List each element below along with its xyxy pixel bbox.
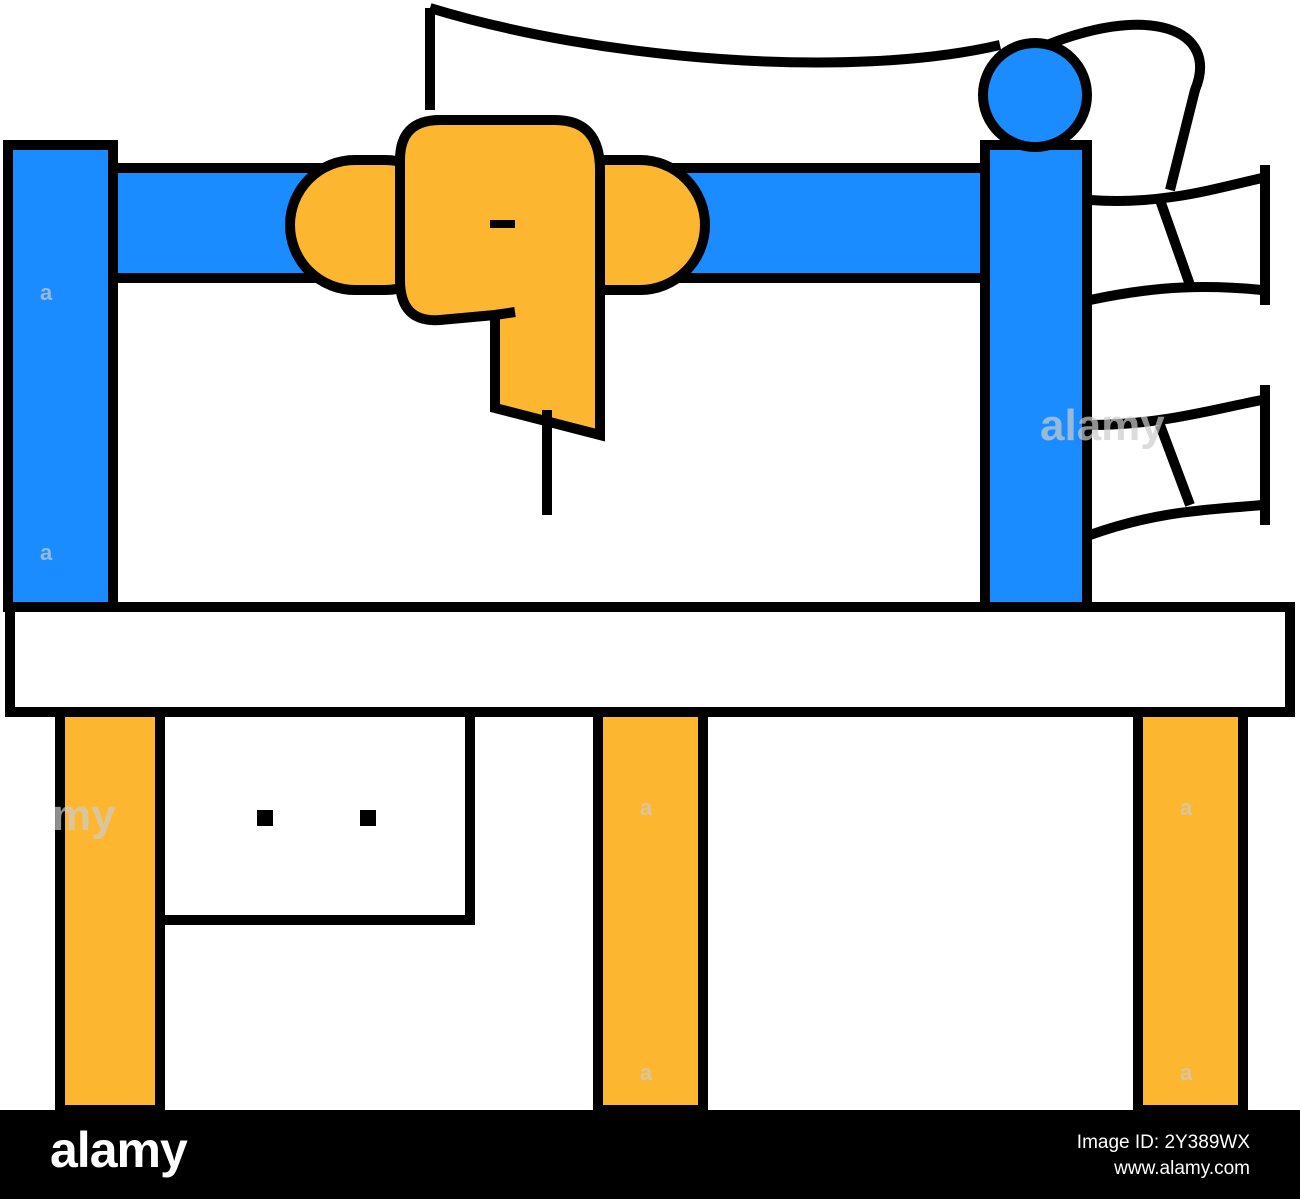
watermark-tile: a <box>1180 1060 1193 1085</box>
watermark-tile: a <box>640 1060 653 1085</box>
watermark-tile: a <box>1180 795 1193 820</box>
thread-line <box>425 3 1002 110</box>
fabric-roll-upper <box>1088 165 1270 305</box>
watermark-tile: a <box>40 540 53 565</box>
watermark-side: my <box>52 791 116 840</box>
brand-logo: alamy <box>50 1122 188 1178</box>
fabric-roll-lower <box>1088 385 1270 540</box>
control-button-1 <box>257 810 273 826</box>
right-upright <box>980 140 1092 612</box>
watermark-center: alamy <box>1040 401 1165 450</box>
footer-bar <box>0 1110 1300 1199</box>
site-url: www.alamy.com <box>1114 1157 1250 1179</box>
pulley-wheel <box>978 38 1092 152</box>
table-top <box>5 602 1295 717</box>
head-slot <box>490 220 515 228</box>
leg-left <box>55 707 165 1110</box>
control-box <box>155 707 475 925</box>
image-id: Image ID: 2Y389WX <box>1076 1132 1250 1153</box>
leg-right <box>1133 707 1248 1110</box>
quilting-machine-illustration: alamy my a a a a a a <box>3 3 1295 1110</box>
leg-middle <box>593 707 708 1110</box>
sewing-head <box>395 115 605 442</box>
left-upright <box>3 140 118 612</box>
watermark: alamy my a a a a a a <box>40 280 1193 1085</box>
thread-loop <box>1033 19 1205 192</box>
watermark-tile: a <box>640 795 653 820</box>
watermark-tile: a <box>40 280 53 305</box>
control-button-2 <box>360 810 376 826</box>
image-info: Image ID: 2Y389WX www.alamy.com <box>1077 1130 1250 1181</box>
